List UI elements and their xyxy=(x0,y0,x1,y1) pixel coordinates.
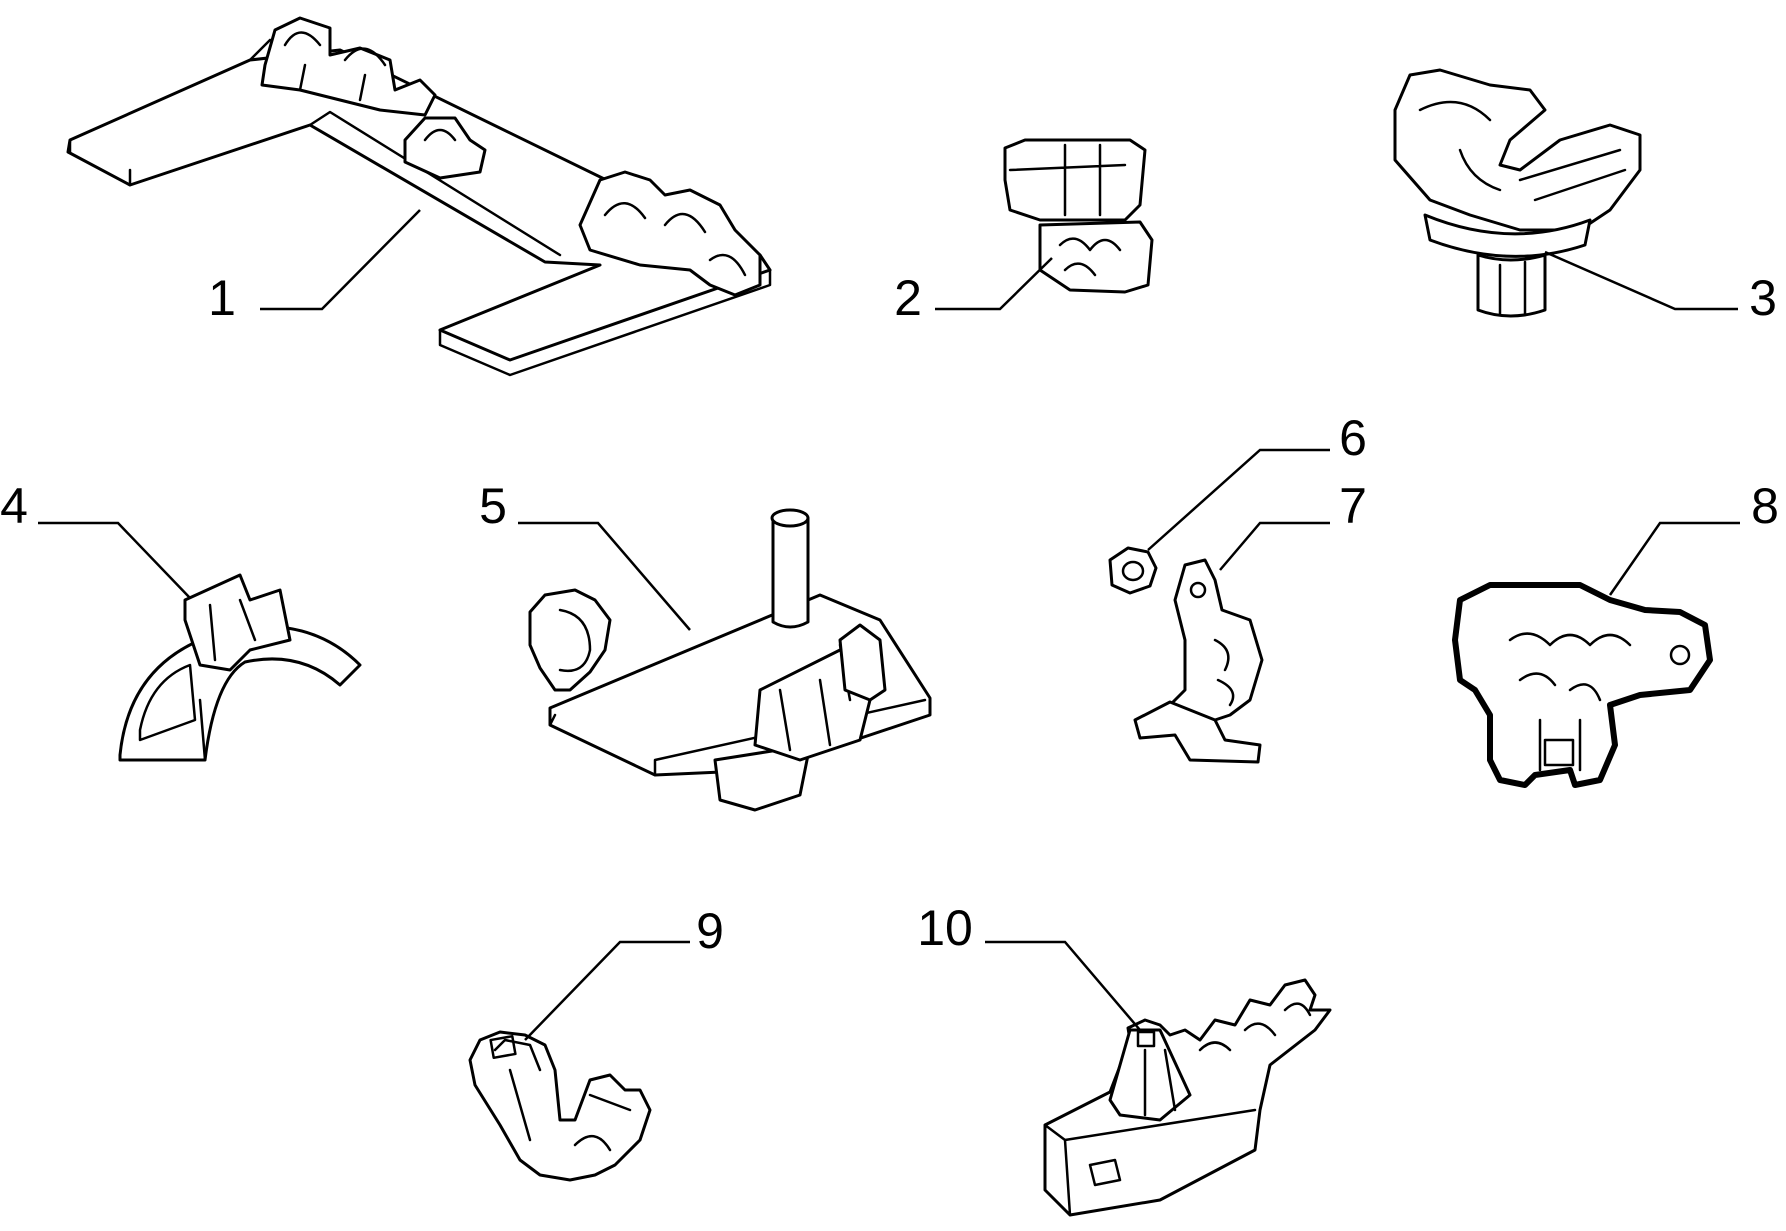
callout-5: 5 xyxy=(479,478,691,631)
callout-7: 6 xyxy=(1147,410,1367,551)
callout-4: 4 xyxy=(0,478,191,599)
callout-label-5: 5 xyxy=(479,478,507,534)
callout-3: 3 xyxy=(1544,250,1777,326)
leader-line-9 xyxy=(524,940,690,1041)
callout-1: 1 xyxy=(208,209,421,326)
part-9-hook-clip xyxy=(468,1030,652,1182)
callout-6: 7 xyxy=(1219,478,1367,571)
part-7-nut xyxy=(1108,546,1158,595)
leader-line-5 xyxy=(518,521,691,631)
callout-label-9: 9 xyxy=(696,903,724,959)
leader-line-10 xyxy=(985,940,1141,1031)
callout-label-8: 8 xyxy=(1751,478,1779,534)
leader-line-8 xyxy=(1608,521,1740,596)
part-10-tower-clip xyxy=(1043,978,1332,1217)
callout-label-6: 7 xyxy=(1339,478,1367,534)
part-2-clip xyxy=(1003,138,1154,294)
leader-line-4 xyxy=(38,521,191,599)
leader-line-3 xyxy=(1544,250,1738,311)
callout-2: 2 xyxy=(894,257,1053,326)
leader-line-2 xyxy=(935,257,1053,311)
callout-8: 8 xyxy=(1608,478,1779,596)
leader-line-7 xyxy=(1147,448,1330,551)
part-8-clip-block xyxy=(1452,582,1713,788)
part-5-base-plate xyxy=(528,508,932,812)
callout-10: 10 xyxy=(917,900,1141,1031)
callout-9: 9 xyxy=(524,903,724,1041)
callout-label-3: 3 xyxy=(1749,270,1777,326)
callout-label-1: 1 xyxy=(208,270,236,326)
part-1-bracket xyxy=(66,16,772,377)
callout-label-10: 10 xyxy=(917,900,973,956)
part-6-ground-bracket xyxy=(1133,558,1264,764)
callout-label-7: 6 xyxy=(1339,410,1367,466)
leader-line-1 xyxy=(260,209,421,311)
callout-label-4: 4 xyxy=(0,478,28,534)
leader-line-6 xyxy=(1219,521,1330,571)
part-3-clip-post xyxy=(1393,68,1642,318)
callout-label-2: 2 xyxy=(894,270,922,326)
part-4-arch-clip xyxy=(118,573,362,762)
